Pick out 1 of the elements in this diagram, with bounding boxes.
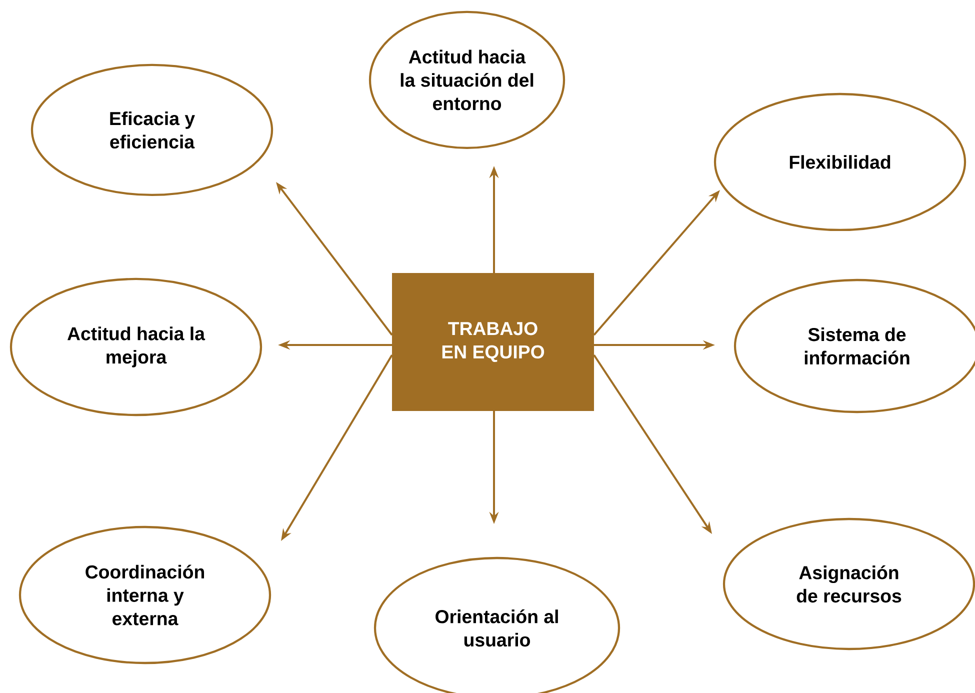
center-box: TRABAJO EN EQUIPO [392, 273, 594, 411]
